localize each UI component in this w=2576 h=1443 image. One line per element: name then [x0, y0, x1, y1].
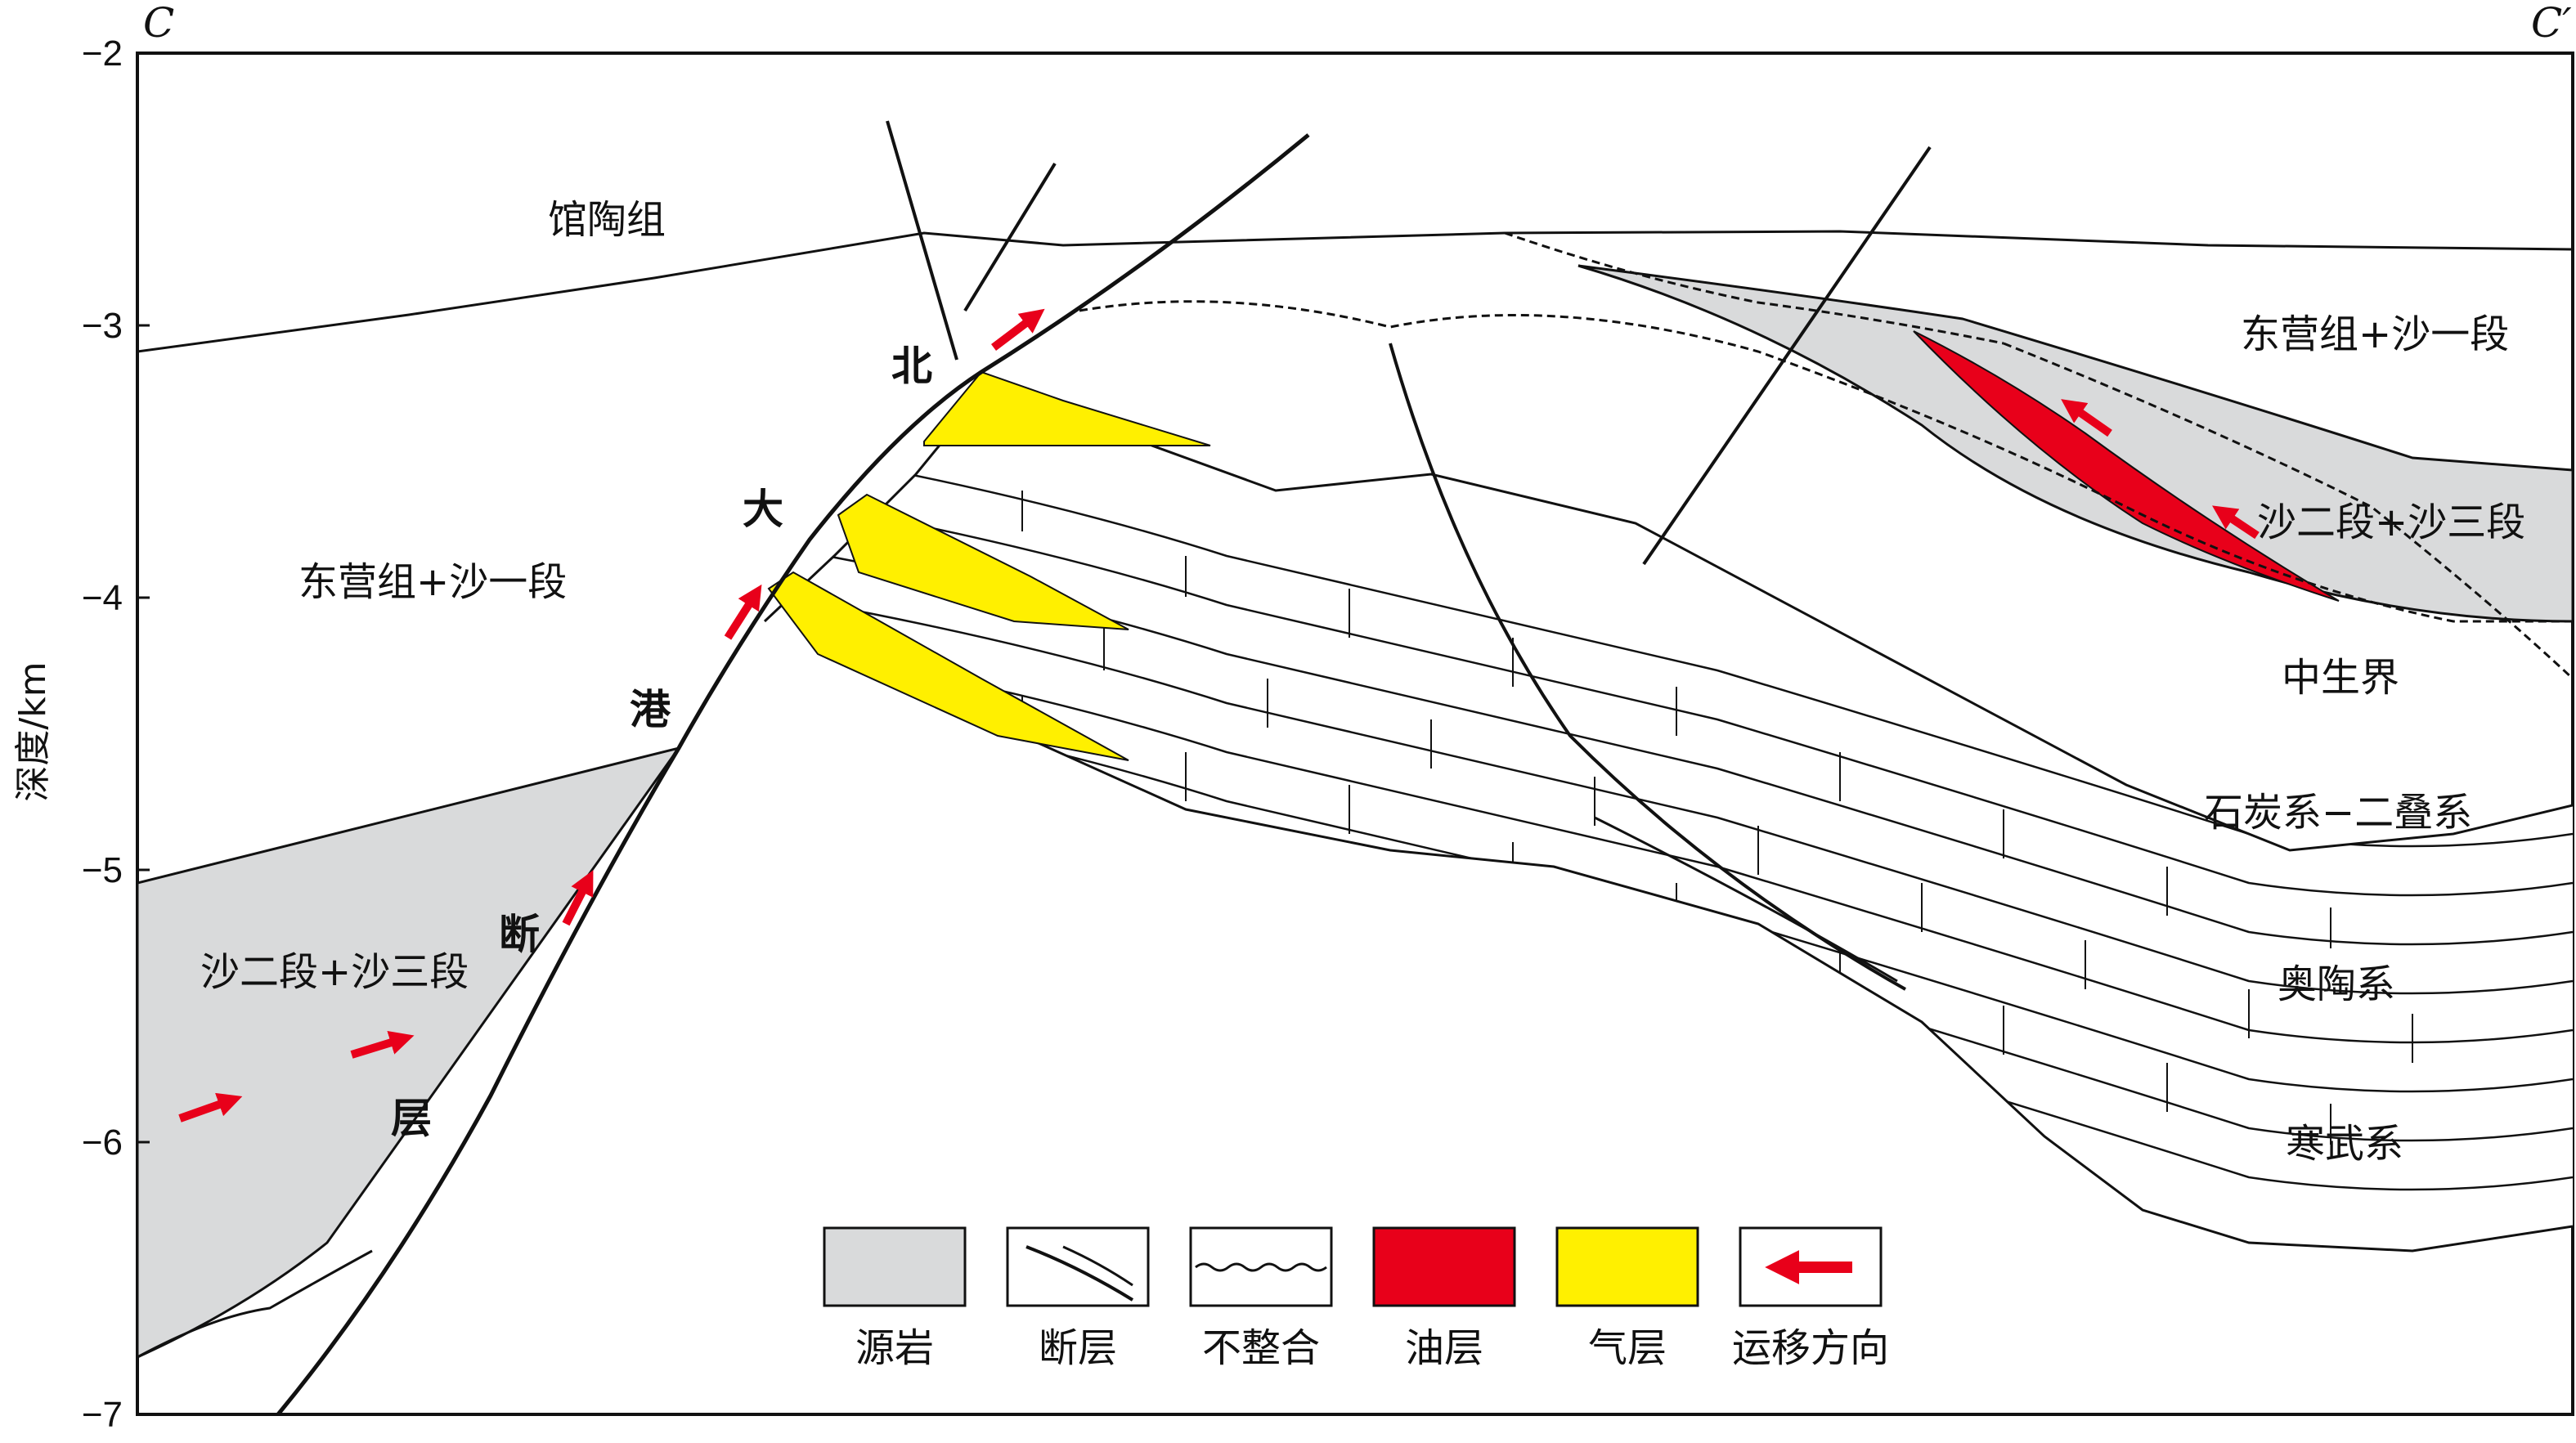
y-tick-label: −5 — [82, 850, 123, 890]
unconformity-left — [137, 1249, 373, 1359]
y-tick-label: −2 — [82, 34, 123, 74]
profile-left-label: C — [143, 0, 174, 47]
unconformity-mesozoic — [1079, 300, 2573, 623]
legend-label: 运移方向 — [1732, 1325, 1889, 1371]
legend: 源岩 断层 不整合 油层 气层 运移方向 — [823, 1226, 1889, 1371]
label-mesozoic: 中生界 — [2282, 655, 2399, 701]
legend-label: 断层 — [1039, 1325, 1117, 1371]
y-tick-label: −7 — [82, 1395, 123, 1435]
unconformity-right — [2003, 342, 2573, 680]
migration-arrows — [178, 308, 2260, 1123]
guantao-base — [137, 230, 2573, 353]
fault-d — [1642, 146, 1932, 566]
label-carb-perm: 石炭系−二叠系 — [2204, 790, 2472, 836]
y-tick-label: −4 — [82, 578, 123, 618]
label-dongying-right: 东营组+沙一段 — [2241, 311, 2509, 357]
y-axis-title: 深度/km — [12, 661, 54, 801]
y-tick-label: −3 — [82, 306, 123, 346]
y-tick-label: −6 — [82, 1123, 123, 1163]
legend-swatch-oil — [1372, 1226, 1516, 1307]
legend-label: 不整合 — [1202, 1325, 1320, 1371]
gas-layers — [767, 370, 1211, 761]
unconformity-upper — [1504, 231, 2004, 345]
basement-bottom — [1021, 734, 2573, 1253]
fault-name-char: 断 — [499, 911, 540, 958]
legend-swatch-fault — [1006, 1226, 1150, 1307]
legend-swatch-source-rock — [823, 1226, 967, 1307]
fault-name-char: 北 — [891, 343, 932, 390]
label-dongying-left: 东营组+沙一段 — [298, 559, 567, 605]
fault-name-char: 大 — [743, 486, 783, 533]
fault-c-splay — [1594, 816, 1898, 983]
oil-layer — [1913, 330, 2340, 602]
legend-label: 源岩 — [855, 1325, 934, 1371]
fault-name-char: 层 — [391, 1095, 432, 1142]
legend-label: 气层 — [1588, 1325, 1667, 1371]
legend-swatch-gas — [1555, 1226, 1699, 1307]
label-cambrian: 寒武系 — [2286, 1121, 2403, 1167]
y-axis: −2 −3 −4 −5 −6 −7 深度/km — [12, 34, 150, 1435]
fault-name-char: 港 — [630, 686, 671, 733]
legend-label: 油层 — [1405, 1325, 1483, 1371]
basement-top — [763, 383, 2573, 852]
label-ordovician: 奥陶系 — [2278, 961, 2395, 1007]
label-guantao: 馆陶组 — [548, 197, 666, 243]
label-sha23-left: 沙二段+沙三段 — [200, 949, 469, 995]
profile-right-label: C′ — [2531, 0, 2572, 47]
fault-a — [886, 120, 958, 361]
fault-b — [963, 162, 1057, 312]
beidagang-fault — [276, 133, 1310, 1414]
fault-c — [1389, 343, 1906, 991]
label-sha23-right: 沙二段+沙三段 — [2257, 500, 2525, 545]
